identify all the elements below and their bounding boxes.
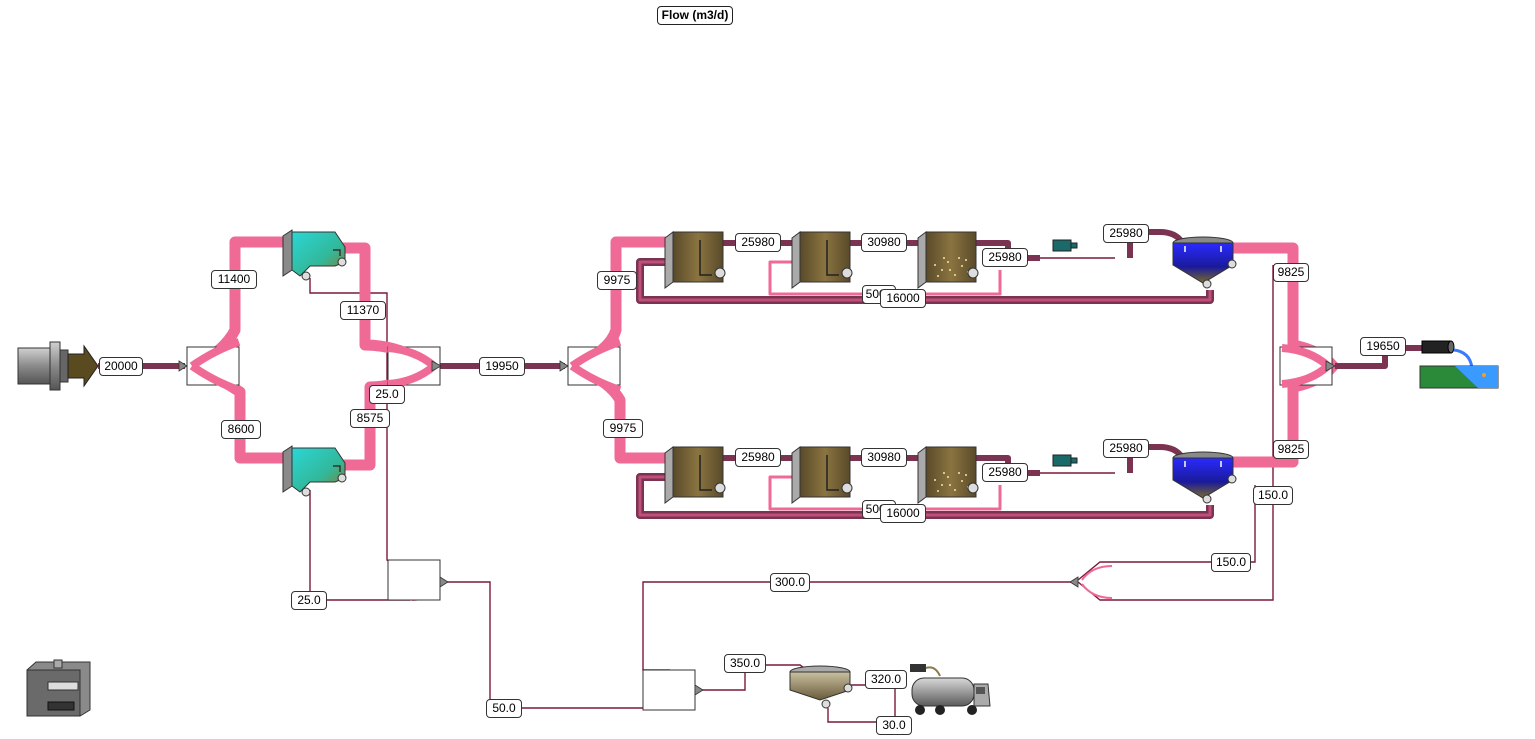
stream-label[interactable]: 150.0 — [1211, 553, 1251, 572]
secondary-clarifier-icon[interactable] — [1172, 236, 1237, 289]
mixer-icon[interactable] — [642, 562, 1274, 711]
primary-clarifier-icon[interactable] — [282, 445, 347, 497]
blower-icon[interactable] — [1052, 454, 1078, 467]
primary-clarifier-icon[interactable] — [282, 229, 347, 281]
aeration-tank-icon[interactable] — [664, 446, 726, 504]
main-flow-pipes — [189, 236, 1339, 471]
diagram-title: Flow (m3/d) — [657, 6, 733, 25]
stream-label[interactable]: 11400 — [211, 270, 257, 289]
aeration-tank-icon[interactable] — [917, 231, 979, 289]
stream-label[interactable]: 25980 — [982, 463, 1028, 482]
stream-label[interactable]: 300.0 — [770, 573, 810, 592]
stream-label[interactable]: 350.0 — [724, 654, 766, 673]
stream-label[interactable]: 25.0 — [291, 591, 327, 610]
mixer-icon[interactable] — [1279, 344, 1336, 388]
control-panel-icon[interactable] — [26, 659, 91, 717]
stream-label[interactable]: 25980 — [1103, 439, 1149, 458]
stream-label[interactable]: 19650 — [1360, 337, 1406, 356]
aeration-tank-icon[interactable] — [664, 231, 726, 289]
mixer-icon[interactable] — [387, 344, 442, 388]
influent-pipe-icon[interactable] — [17, 341, 99, 391]
effluent-outfall-icon[interactable] — [1419, 340, 1499, 389]
stream-label[interactable]: 30980 — [861, 233, 907, 252]
splitter-icon[interactable] — [559, 338, 622, 394]
tanker-truck-icon[interactable] — [910, 664, 991, 715]
stream-label[interactable]: 9825 — [1273, 440, 1309, 459]
secondary-clarifier-icon[interactable] — [1172, 451, 1237, 504]
blower-icon[interactable] — [1052, 239, 1078, 252]
thickener-icon[interactable] — [789, 665, 853, 709]
stream-label[interactable]: 25980 — [982, 248, 1028, 267]
stream-label[interactable]: 20000 — [99, 357, 143, 376]
aeration-tank-icon[interactable] — [791, 231, 853, 289]
stream-label[interactable]: 150.0 — [1253, 486, 1293, 505]
stream-label[interactable]: 11370 — [340, 301, 386, 320]
stream-label[interactable]: 320.0 — [865, 670, 907, 689]
stream-label[interactable]: 30.0 — [876, 716, 912, 735]
stream-label[interactable]: 19950 — [479, 357, 525, 376]
stream-label[interactable]: 16000 — [880, 504, 926, 523]
stream-label[interactable]: 25.0 — [369, 385, 405, 404]
stream-label[interactable]: 30980 — [861, 448, 907, 467]
stream-label[interactable]: 25980 — [1103, 224, 1149, 243]
stream-label[interactable]: 16000 — [880, 289, 926, 308]
recycle-loops — [636, 258, 1214, 519]
aeration-tank-icon[interactable] — [917, 446, 979, 504]
stream-label[interactable]: 50.0 — [486, 699, 522, 718]
aeration-tank-icon[interactable] — [791, 446, 853, 504]
mixer-icon[interactable] — [387, 559, 449, 601]
splitter-icon[interactable] — [1069, 562, 1128, 602]
splitter-icon[interactable] — [178, 338, 241, 394]
stream-label[interactable]: 8600 — [221, 420, 261, 439]
stream-label[interactable]: 9975 — [597, 271, 637, 290]
stream-label[interactable]: 9825 — [1273, 263, 1309, 282]
stream-label[interactable]: 25980 — [735, 233, 781, 252]
stream-label[interactable]: 8575 — [350, 409, 390, 428]
stream-label[interactable]: 9975 — [603, 419, 643, 438]
stream-label[interactable]: 25980 — [735, 448, 781, 467]
